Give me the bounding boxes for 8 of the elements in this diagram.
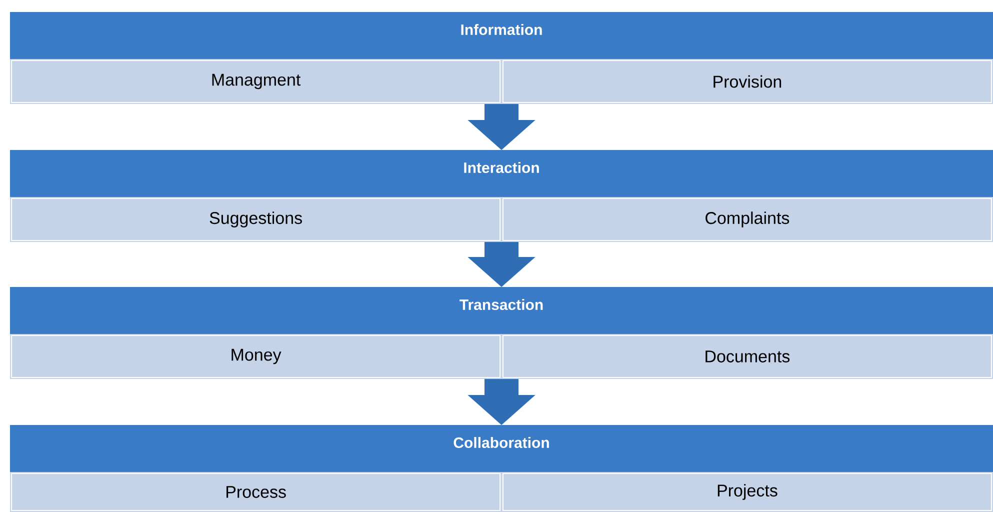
- cell: Process: [11, 473, 501, 511]
- cell: Suggestions: [11, 198, 501, 241]
- cell: Provision: [502, 60, 992, 103]
- cell: Managment: [11, 60, 501, 103]
- cell: Money: [11, 335, 501, 378]
- cell: Documents: [502, 335, 992, 378]
- cell: Projects: [502, 473, 992, 511]
- cell: Complaints: [502, 198, 992, 241]
